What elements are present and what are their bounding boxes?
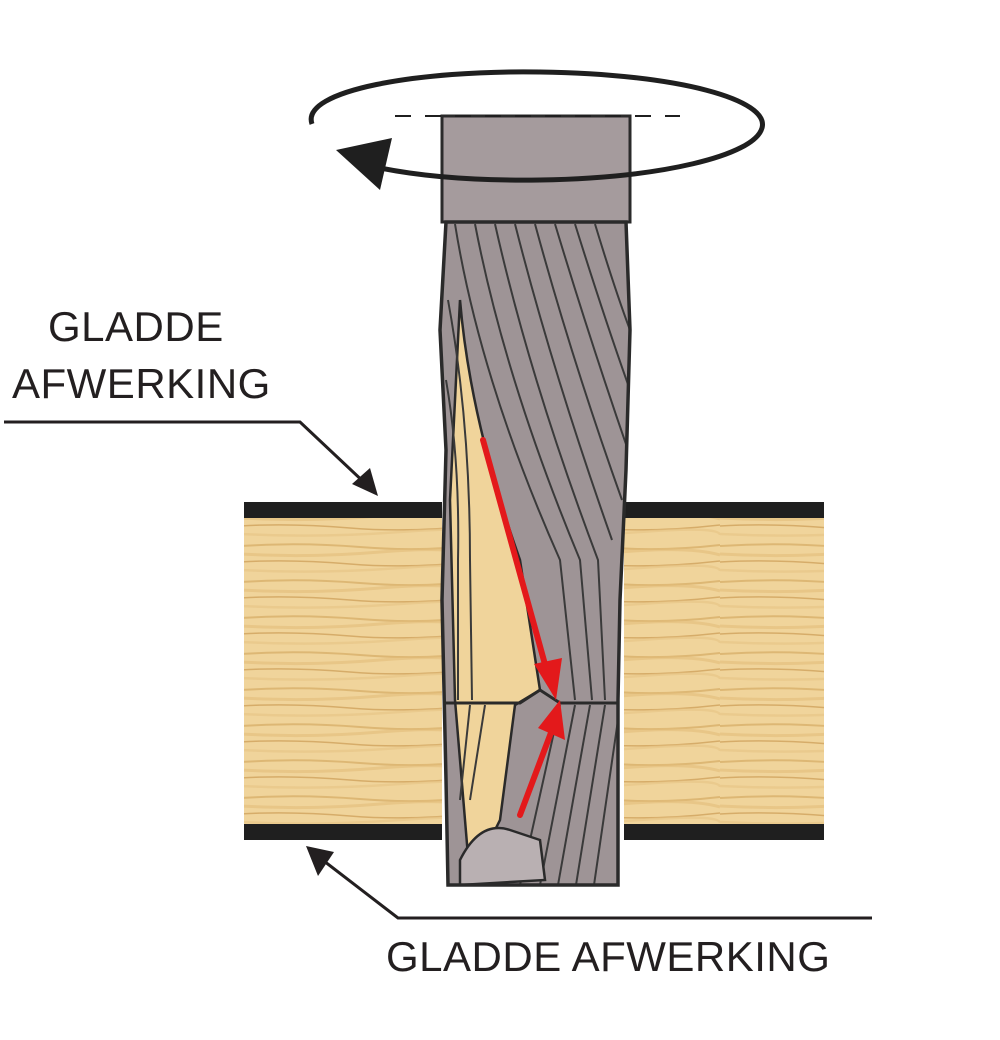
bit-outline bbox=[438, 220, 632, 887]
label-smooth-finish-top-line2: AFWERKING bbox=[12, 360, 271, 407]
red-arrow-down-icon bbox=[480, 437, 562, 700]
pointer-bottom-icon bbox=[306, 846, 872, 920]
pointer-top-icon bbox=[4, 420, 378, 496]
wood-left-grain bbox=[244, 512, 442, 830]
bit-flutes bbox=[440, 222, 630, 885]
wood-board-left bbox=[244, 502, 442, 840]
wood-board-right bbox=[624, 502, 824, 840]
board-bottom-edge-right bbox=[624, 824, 824, 840]
bit-shank bbox=[440, 114, 632, 224]
label-smooth-finish-top-line1: GLADDE bbox=[48, 303, 224, 350]
board-top-edge-right bbox=[624, 502, 824, 518]
label-smooth-finish-bottom: GLADDE AFWERKING bbox=[386, 933, 831, 980]
rotation-arrow-icon bbox=[308, 69, 765, 190]
board-top-edge-left bbox=[244, 502, 442, 518]
board-bottom-edge-left bbox=[244, 824, 442, 840]
red-arrow-up-icon bbox=[517, 700, 565, 818]
wood-right-grain bbox=[624, 512, 824, 830]
